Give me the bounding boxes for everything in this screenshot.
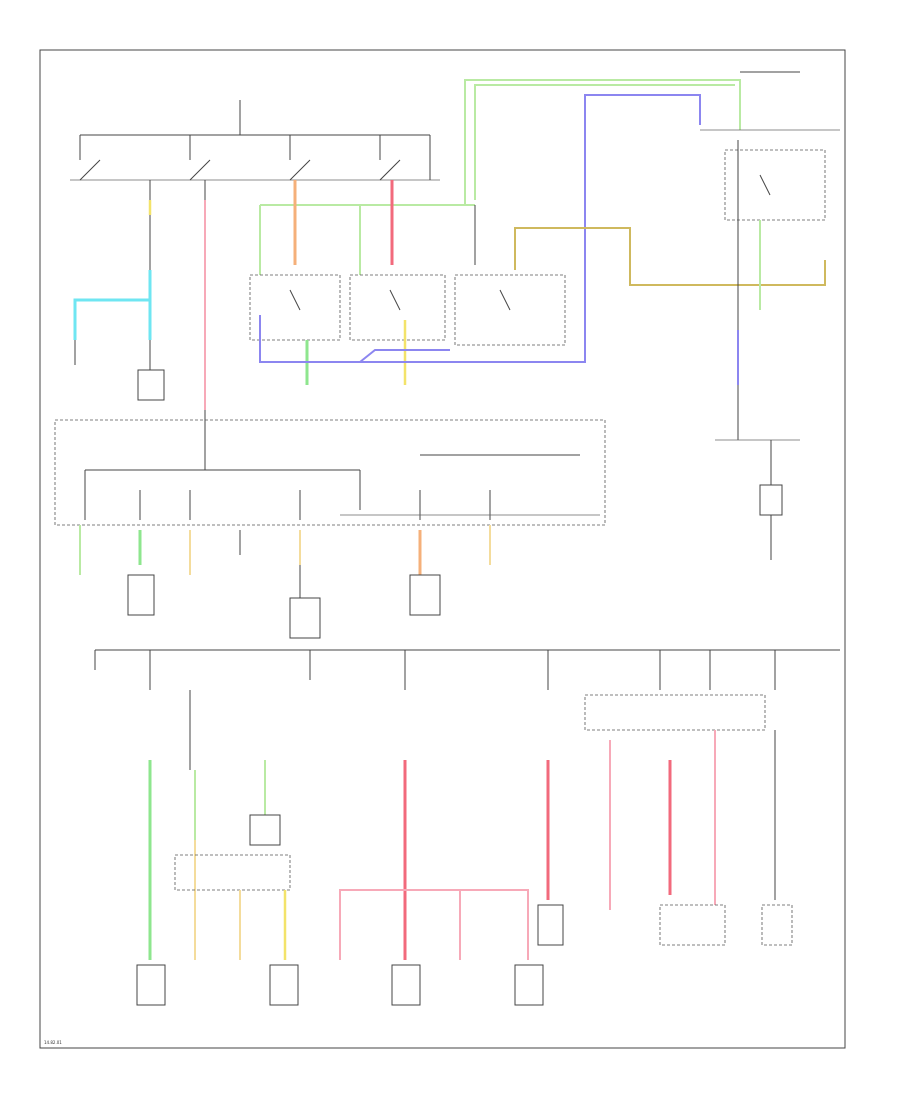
right-column [700,129,840,560]
top-right-feeds [464,71,826,286]
footer-code: 14.82.01 [44,1040,62,1045]
lower-bus [94,649,840,770]
top-switch-bus [70,100,440,181]
module-box [54,419,606,526]
lower-circuits [136,730,793,1006]
relay-block [249,94,701,385]
module-outputs [79,525,491,639]
diagram-frame [39,49,846,1049]
left-circuit [73,180,165,401]
